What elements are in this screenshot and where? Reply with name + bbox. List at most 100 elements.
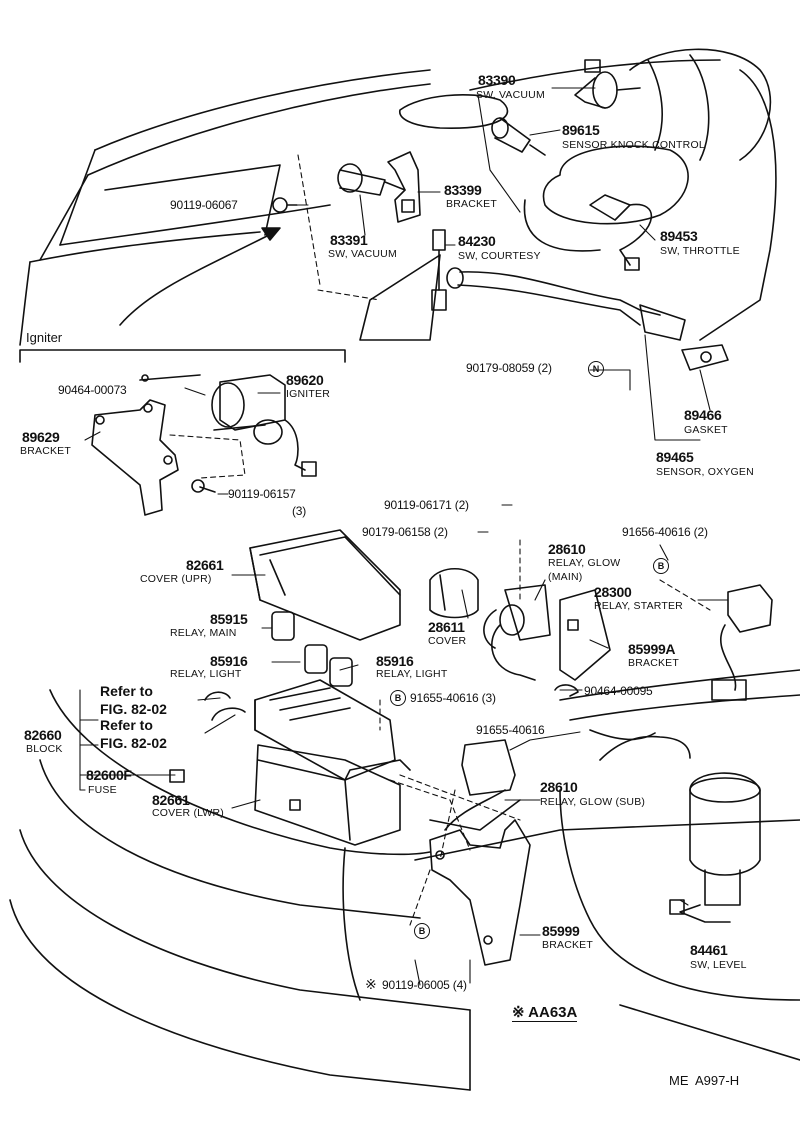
part-number-89629: 89629: [22, 429, 60, 445]
bracket-85999-drawing: [429, 819, 531, 966]
cover-28611-drawing: [429, 568, 479, 619]
part-number-90464-00095: 90464-00095: [584, 684, 653, 698]
part-number-90119-06171: 90119-06171 (2): [384, 498, 469, 512]
part-name-83390: SW, VACUUM: [476, 89, 545, 101]
part-number-28611: 28611: [428, 619, 465, 635]
part-name-85916-b: RELAY, LIGHT: [376, 668, 448, 680]
part-name-28611: COVER: [428, 635, 467, 647]
part-name-85999: BRACKET: [542, 939, 593, 951]
part-name-28610-sub: RELAY, GLOW (SUB): [540, 796, 646, 808]
dashed-assembly-lines: [169, 154, 711, 926]
refer-fig-label-2: FIG. 82-02: [100, 735, 167, 751]
igniter-drawing: [139, 374, 317, 477]
oxygen-sensor-drawing: [446, 267, 686, 341]
starter-relay-drawing: [711, 584, 773, 701]
part-number-91656-40616: 91656-40616 (2): [622, 525, 708, 539]
knock-sensor-drawing: [491, 117, 546, 156]
wire-clips-drawing: [204, 691, 246, 721]
part-number-89453: 89453: [660, 228, 698, 244]
part-number-83391: 83391: [330, 232, 368, 248]
part-name-82661-upr: COVER (UPR): [140, 573, 212, 585]
cover-upper-drawing: [249, 529, 401, 641]
part-number-28300: 28300: [594, 584, 632, 600]
refer-fig-label-1: FIG. 82-02: [100, 701, 167, 717]
fuse-drawing: [169, 769, 185, 783]
mark-n-circle: N: [588, 361, 604, 377]
part-number-83390: 83390: [478, 72, 516, 88]
vacuum-switch-83390-drawing: [574, 59, 641, 109]
gasket-drawing: [681, 344, 729, 371]
part-qty-90119-06157: (3): [292, 504, 307, 518]
part-number-89615: 89615: [562, 122, 600, 138]
part-name-89465: SENSOR, OXYGEN: [656, 466, 754, 478]
igniter-section-label: Igniter: [26, 330, 63, 345]
part-name-28610-main: RELAY, GLOW: [548, 557, 621, 569]
vacuum-switch-83391-drawing: [337, 163, 406, 196]
part-number-90119-06005: 90119-06005 (4): [382, 978, 467, 992]
part-number-82660: 82660: [24, 727, 62, 743]
part-number-85999a: 85999A: [628, 641, 676, 657]
mark-b-circle-91655-3: B: [390, 690, 406, 706]
part-number-89620: 89620: [286, 372, 324, 388]
part-number-84461: 84461: [690, 942, 728, 958]
model-note: ※ AA63A: [512, 1004, 578, 1022]
part-name-89466: GASKET: [684, 424, 728, 436]
part-number-89465: 89465: [656, 449, 694, 465]
part-name-28300: RELAY, STARTER: [594, 600, 683, 612]
part-number-90179-06158: 90179-06158 (2): [362, 525, 448, 539]
relays-drawing: [271, 611, 353, 687]
part-number-28610-main: 28610: [548, 541, 586, 557]
part-number-91655-40616-3: 91655-40616 (3): [410, 691, 496, 705]
part-number-90119-06157: 90119-06157: [228, 487, 296, 501]
glow-relay-main-drawing: [483, 584, 551, 681]
part-number-85916-b: 85916: [376, 653, 414, 669]
vehicle-body-outline: [9, 48, 800, 1091]
clamp-90464-00095-drawing: [554, 684, 579, 697]
leader-lines: [79, 87, 729, 986]
part-name-89620: IGNITER: [286, 388, 330, 400]
part-name-28610-main-sub: (MAIN): [548, 571, 583, 583]
level-switch-drawing: [669, 772, 761, 923]
part-number-85999: 85999: [542, 923, 580, 939]
part-name-85999a: BRACKET: [628, 657, 679, 669]
location-arrow: [119, 231, 276, 326]
part-number-90464-00073: 90464-00073: [58, 383, 127, 397]
part-name-84461: SW, LEVEL: [690, 959, 747, 971]
glow-relay-sub-drawing: [444, 739, 516, 831]
part-number-85915: 85915: [210, 611, 248, 627]
bracket-85999a-drawing: [559, 589, 611, 681]
part-number-85916-a: 85916: [210, 653, 248, 669]
part-number-82661-lwr: 82661: [152, 792, 190, 808]
courtesy-switch-drawing: [359, 229, 447, 341]
part-number-82661-upr: 82661: [186, 557, 224, 573]
mark-b-circle-91656: B: [653, 558, 669, 574]
part-number-91655-40616: 91655-40616: [476, 723, 545, 737]
part-number-28610-sub: 28610: [540, 779, 578, 795]
part-name-83391: SW, VACUUM: [328, 248, 397, 260]
throttle-switch-drawing: [589, 194, 653, 271]
part-name-85915: RELAY, MAIN: [170, 627, 237, 639]
mark-b-circle-lower: B: [414, 923, 430, 939]
refer-to-label-2: Refer to: [100, 717, 153, 733]
part-name-84230: SW, COURTESY: [458, 250, 541, 262]
part-number-90179-08059: 90179-08059 (2): [466, 361, 552, 375]
part-number-90119-06067: 90119-06067: [170, 198, 238, 212]
part-name-82660: BLOCK: [26, 743, 63, 755]
part-number-83399: 83399: [444, 182, 482, 198]
part-name-89453: SW, THROTTLE: [660, 245, 740, 257]
part-name-82600f: FUSE: [88, 784, 117, 796]
part-name-82661-lwr: COVER (LWR): [152, 807, 225, 819]
figure-code: ME A997-H: [669, 1073, 740, 1088]
igniter-bracket-drawing: [91, 399, 216, 516]
part-prefix-90119-06005: ※: [365, 976, 377, 992]
igniter-group-bracket: [19, 349, 346, 363]
part-number-84230: 84230: [458, 233, 496, 249]
part-name-89629: BRACKET: [20, 445, 71, 457]
part-name-85916-a: RELAY, LIGHT: [170, 668, 242, 680]
screw-90119-06067-drawing: [272, 197, 298, 213]
relay-block-drawing: [254, 679, 411, 781]
location-arrow-head: [261, 227, 281, 241]
cover-lower-drawing: [254, 744, 401, 846]
part-number-82600f: 82600F: [86, 767, 132, 783]
